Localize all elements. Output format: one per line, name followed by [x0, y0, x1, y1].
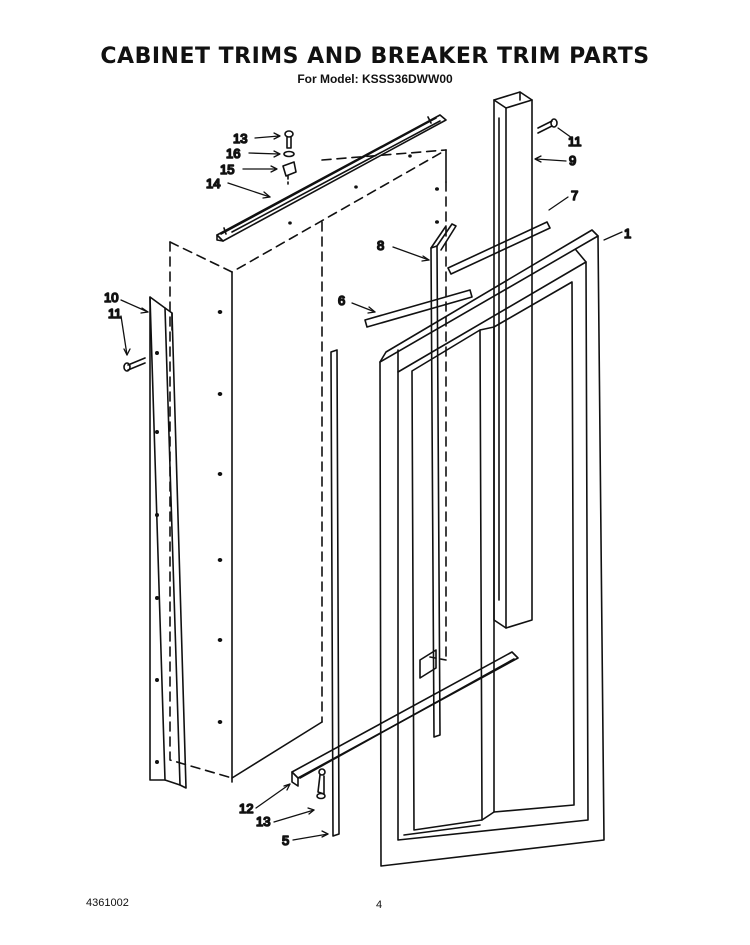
callout-13-top: 13	[233, 131, 247, 146]
page-title: CABINET TRIMS AND BREAKER TRIM PARTS	[100, 44, 650, 69]
callout-14: 14	[206, 176, 220, 191]
callout-10: 10	[104, 290, 118, 305]
callout-13-bottom: 13	[256, 814, 270, 829]
horizontal-trim-part-6	[364, 289, 473, 328]
left-trim-part-10	[149, 296, 187, 789]
washer-part-16	[283, 150, 295, 158]
cabinet-outline	[169, 149, 447, 783]
horizontal-trim-part-7	[447, 221, 551, 275]
callout-16: 16	[226, 146, 240, 161]
vertical-trim-part-5	[330, 349, 340, 837]
callout-9: 9	[569, 153, 576, 168]
callout-7: 7	[571, 188, 578, 203]
callout-5: 5	[282, 833, 289, 848]
left-screw-part-11	[123, 357, 146, 372]
top-screw-part-13	[284, 130, 294, 149]
callout-6: 6	[338, 293, 345, 308]
document-number: 4361002	[86, 897, 129, 909]
clip-part-15	[282, 161, 297, 185]
cabinet-screw-holes	[217, 187, 439, 724]
bottom-screw-part-13	[316, 768, 326, 800]
callout-12: 12	[239, 801, 253, 816]
callout-15: 15	[220, 162, 234, 177]
callout-1: 1	[624, 226, 631, 241]
bottom-trim-part-12	[291, 651, 519, 787]
model-subtitle: For Model: KSSS36DWW00	[297, 72, 453, 86]
right-screw-part-11	[537, 118, 558, 134]
callout-8: 8	[377, 238, 384, 253]
right-trim-part-9	[493, 91, 533, 629]
top-trim-part-14	[216, 114, 447, 242]
callout-leader-lines	[120, 127, 623, 841]
callout-11-right: 11	[568, 134, 582, 149]
callout-11-left: 11	[108, 306, 122, 321]
page-number: 4	[376, 899, 383, 911]
center-trim-part-8	[430, 223, 457, 738]
breaker-trim-frame-part-1	[379, 229, 605, 867]
